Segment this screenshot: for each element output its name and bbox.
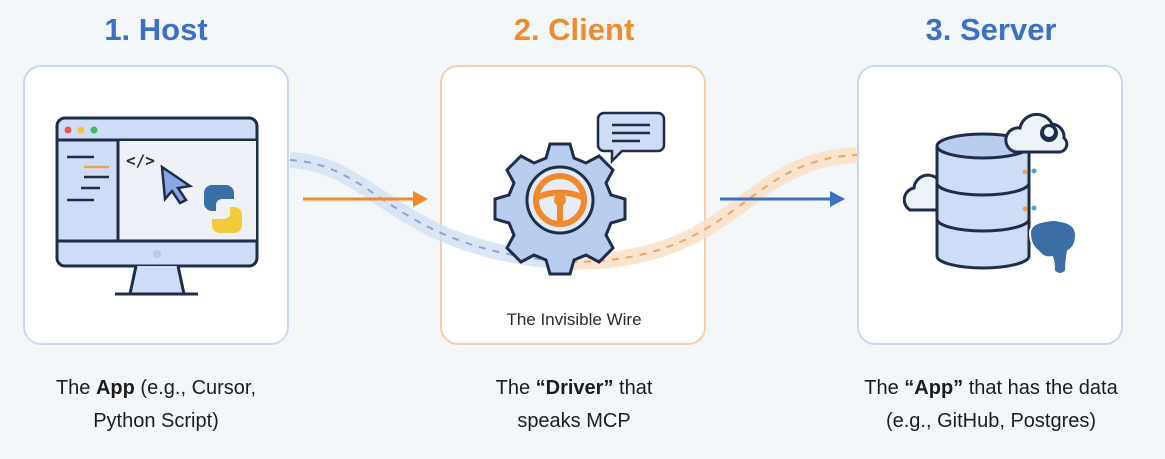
caption-text: (e.g., Cursor, [134, 377, 257, 399]
caption-line2: (e.g., GitHub, Postgres) [885, 410, 1097, 432]
python-logo-icon [204, 185, 242, 233]
caption-text: that has the data [963, 377, 1118, 399]
caption-bold: “App” [904, 377, 964, 399]
client-title: 2. Client [513, 12, 635, 47]
host-title: 1. Host [104, 12, 208, 47]
server-caption: The “App” that has the data (e.g., GitHu… [821, 372, 1161, 438]
database-cloud-icon [902, 112, 1078, 275]
arrow-host-to-client [303, 191, 428, 207]
gear-steering-wheel-icon [493, 111, 666, 276]
caption-text: that [613, 377, 653, 399]
postgres-elephant-icon [1028, 219, 1078, 275]
server-title: 3. Server [925, 12, 1057, 47]
chat-bubble-icon [596, 111, 666, 165]
github-cloud-icon [1004, 112, 1069, 154]
caption-line2: Python Script) [93, 410, 219, 432]
monitor-python-icon: </> [55, 116, 259, 296]
caption-text: The [495, 377, 536, 399]
host-caption: The App (e.g., Cursor, Python Script) [0, 372, 326, 438]
caption-bold: “Driver” [535, 377, 614, 399]
client-caption: The “Driver” that speaks MCP [404, 372, 744, 438]
caption-bold: App [95, 377, 135, 399]
invisible-wire [289, 147, 858, 270]
caption-text: The [864, 377, 905, 399]
arrow-client-to-server [720, 191, 845, 207]
caption-text: The [55, 377, 96, 399]
caption-line2: speaks MCP [517, 410, 631, 432]
svg-text:</>: </> [126, 151, 155, 170]
wire-label: The Invisible Wire [506, 310, 642, 329]
